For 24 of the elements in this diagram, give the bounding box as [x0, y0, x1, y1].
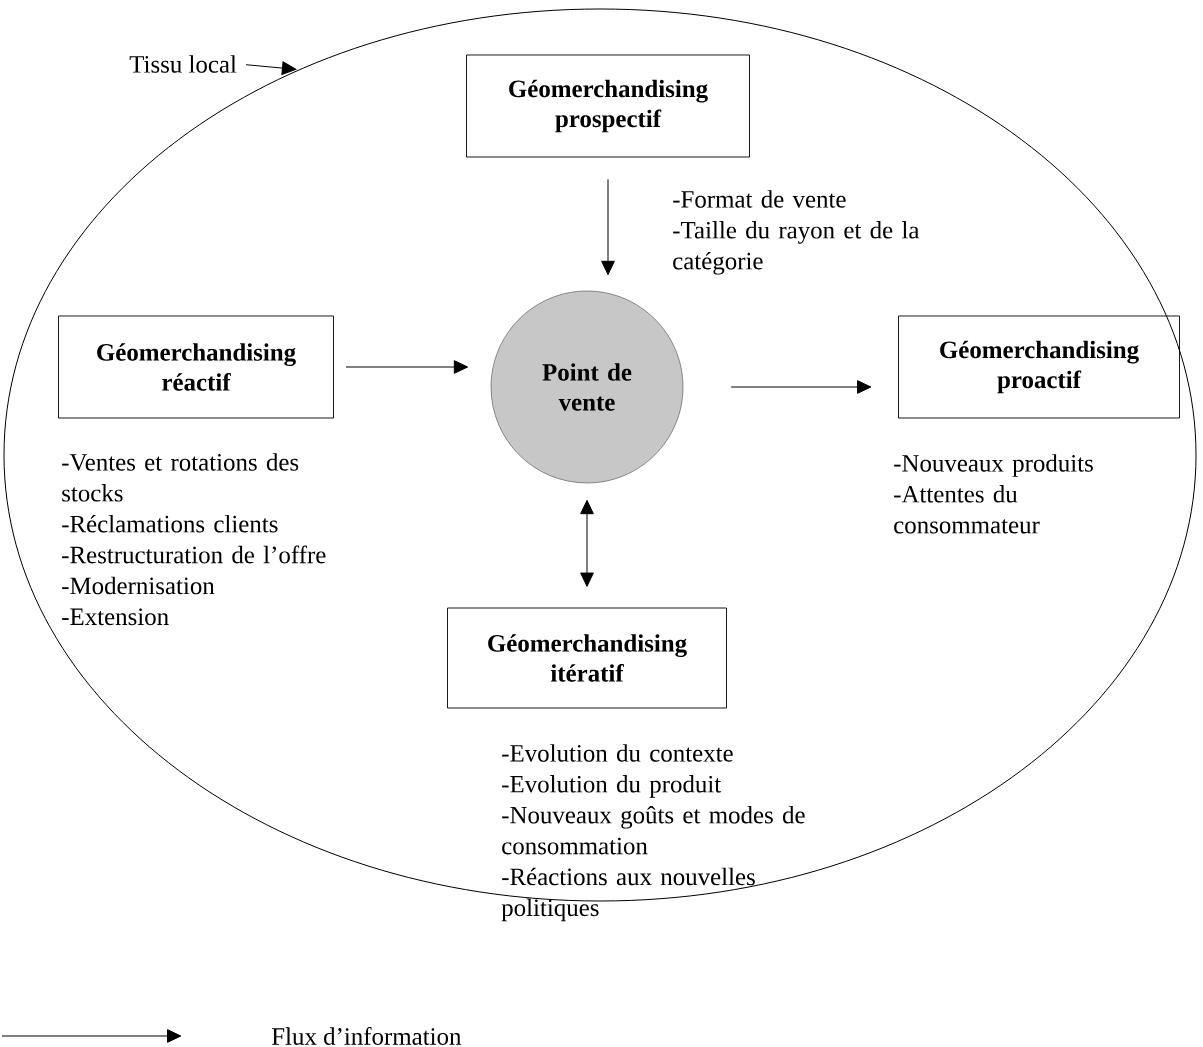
process-box: Géomerchandising itératif	[447, 607, 727, 709]
list-item: -Extension	[62, 608, 169, 626]
region-label: Tissu local	[129, 55, 237, 73]
process-box: Géomerchandising réactif	[58, 315, 334, 419]
legend-text: Flux d’information	[271, 1027, 462, 1045]
list-item: -Evolution du produit	[502, 775, 722, 798]
list-item: -Nouveaux produits	[894, 454, 1093, 477]
list-item: -Réactions aux nouvelles politiques	[501, 867, 755, 922]
list-item: -Attentes du consommateur	[894, 485, 1040, 534]
list-item: -Nouveaux goûts et modes de consommation	[502, 805, 805, 855]
list-item: -Restructuration de l’offre	[62, 545, 326, 564]
arrow	[601, 178, 615, 276]
arrow	[580, 499, 594, 587]
list-item: -Taille du rayon et de la catégorie	[673, 221, 920, 275]
list-item: -Réclamations clients	[62, 514, 278, 533]
arrow	[245, 61, 297, 75]
process-box: Géomerchandising proactif	[898, 315, 1180, 419]
list-item: -Modernisation	[62, 576, 215, 595]
arrow	[730, 380, 872, 394]
list-item: -Evolution du contexte	[502, 744, 733, 762]
process-box: Géomerchandising prospectif	[466, 54, 750, 158]
list-item: -Ventes et rotations des stocks	[62, 453, 299, 502]
arrow	[345, 360, 469, 374]
list-item: -Format de vente	[673, 190, 846, 208]
